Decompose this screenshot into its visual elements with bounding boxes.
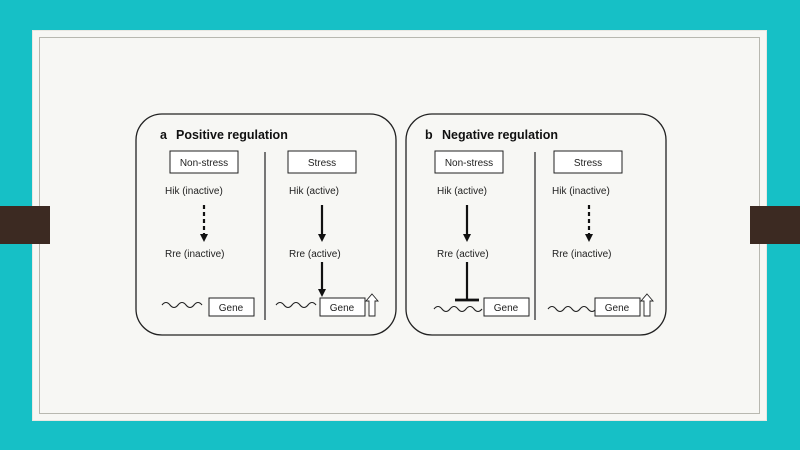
- panel-a-rre-right: Rre (active): [289, 249, 341, 260]
- panel-b-gene-box-right: [594, 297, 641, 317]
- panel-a-hik-right: Hik (active): [289, 186, 339, 197]
- slide: [33, 31, 766, 420]
- panel-a-gene-box-left: [208, 297, 255, 317]
- panel-negative-regulation: b Negative regulation Non-stress Hik (ac…: [405, 113, 667, 336]
- panel-a-condition-box-right: [287, 150, 357, 174]
- panel-b-upregulation-arrow-icon: [640, 293, 654, 317]
- left-tab-marker: [0, 206, 50, 244]
- right-tab-marker: [750, 206, 800, 244]
- panel-b-letter: b: [425, 128, 433, 142]
- panel-b-frame: [405, 113, 667, 336]
- panel-a-title: Positive regulation: [176, 128, 288, 142]
- panel-a-letter: a: [160, 128, 168, 142]
- panel-b-title: Negative regulation: [442, 128, 558, 142]
- panel-b-dna-left: [433, 305, 483, 313]
- panel-a-gene-box-right: [319, 297, 366, 317]
- panel-b-hik-right: Hik (inactive): [552, 186, 610, 197]
- panel-a-dna-left: [161, 301, 203, 309]
- panel-a-dna-right: [275, 301, 317, 309]
- panel-b-condition-box-left: [434, 150, 504, 174]
- panel-b-gene-box-left: [483, 297, 530, 317]
- panel-a-condition-left: Non-stress: [180, 158, 228, 169]
- panel-positive-regulation: a Positive regulation Non-stress Hik (in…: [135, 113, 397, 336]
- panel-b-gene-left: Gene: [494, 303, 519, 314]
- panel-a-upregulation-arrow-icon: [365, 293, 379, 317]
- panel-b-gene-right: Gene: [605, 303, 630, 314]
- panel-a-condition-right: Stress: [308, 158, 336, 169]
- panel-b-rre-right: Rre (inactive): [552, 249, 611, 260]
- panel-b-condition-right: Stress: [574, 158, 602, 169]
- panel-a-gene-left: Gene: [219, 303, 244, 314]
- panel-a-frame: [135, 113, 397, 336]
- panel-b-dna-right: [547, 305, 597, 313]
- panel-b-hik-left: Hik (active): [437, 186, 487, 197]
- panel-a-gene-right: Gene: [330, 303, 355, 314]
- panel-b-rre-left: Rre (active): [437, 249, 489, 260]
- panel-b-condition-box-right: [553, 150, 623, 174]
- panel-a-hik-left: Hik (inactive): [165, 186, 223, 197]
- panel-b-condition-left: Non-stress: [445, 158, 493, 169]
- panel-a-rre-left: Rre (inactive): [165, 249, 224, 260]
- panel-a-condition-box-left: [169, 150, 239, 174]
